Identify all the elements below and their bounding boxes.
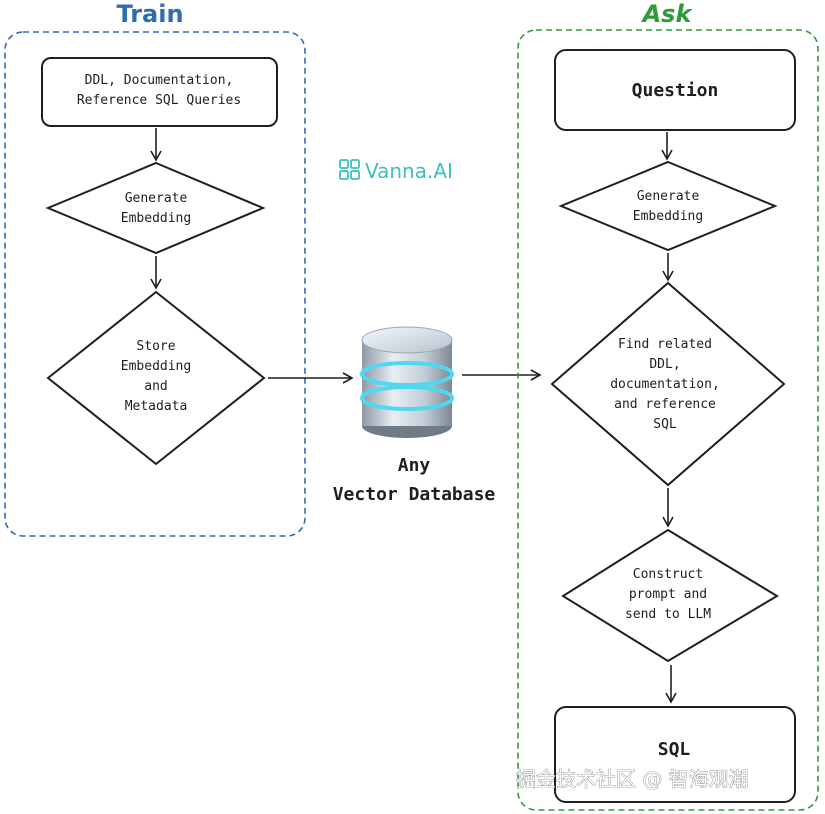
- ask-group-box: [517, 29, 819, 811]
- ask-sql-label: SQL: [658, 739, 691, 760]
- ask-find-line-5: SQL: [653, 417, 677, 432]
- train-group-box: [4, 31, 306, 537]
- train-generate-line-1: Generate: [125, 191, 188, 206]
- ask-find-related-node: [550, 281, 786, 487]
- train-generate-line-2: Embedding: [121, 211, 191, 226]
- brand-name: Vanna.AI: [365, 159, 453, 183]
- ask-generate-embedding-node: [558, 160, 778, 252]
- watermark-text: 掘金技术社区 @ 智海观潮: [516, 767, 749, 791]
- database-label-line-1: Any: [398, 455, 431, 476]
- ask-generate-line-1: Generate: [637, 189, 700, 204]
- ask-construct-line-2: prompt and: [629, 587, 707, 602]
- train-source-node: [41, 57, 278, 127]
- ask-sql-node: [554, 706, 796, 803]
- ask-find-line-2: DDL,: [649, 357, 680, 372]
- train-store-line-2: Embedding: [121, 359, 191, 374]
- train-generate-embedding-node: [45, 161, 266, 255]
- train-store-line-3: and: [144, 379, 167, 394]
- ask-construct-line-1: Construct: [633, 567, 703, 582]
- ask-find-line-4: and reference: [614, 397, 716, 412]
- ask-question-label: Question: [632, 80, 719, 101]
- train-store-embedding-node: [46, 290, 266, 466]
- ask-generate-line-2: Embedding: [633, 209, 703, 224]
- ask-construct-line-3: send to LLM: [625, 607, 711, 622]
- ask-find-line-3: documentation,: [610, 377, 720, 392]
- brand-logo: Vanna.AI: [339, 159, 453, 183]
- grid-logo-icon: [339, 159, 360, 180]
- ask-title: Ask: [641, 0, 694, 28]
- ask-question-node: [554, 49, 796, 131]
- train-source-line-2: Reference SQL Queries: [77, 93, 241, 108]
- database-cylinder-icon: [360, 326, 454, 438]
- ask-construct-prompt-node: [561, 528, 779, 663]
- ask-find-line-1: Find related: [618, 337, 712, 352]
- train-store-line-1: Store: [136, 339, 175, 354]
- train-source-line-1: DDL, Documentation,: [85, 73, 234, 88]
- train-title: Train: [116, 0, 183, 28]
- train-store-line-4: Metadata: [125, 399, 188, 414]
- database-label-line-2: Vector Database: [333, 484, 496, 505]
